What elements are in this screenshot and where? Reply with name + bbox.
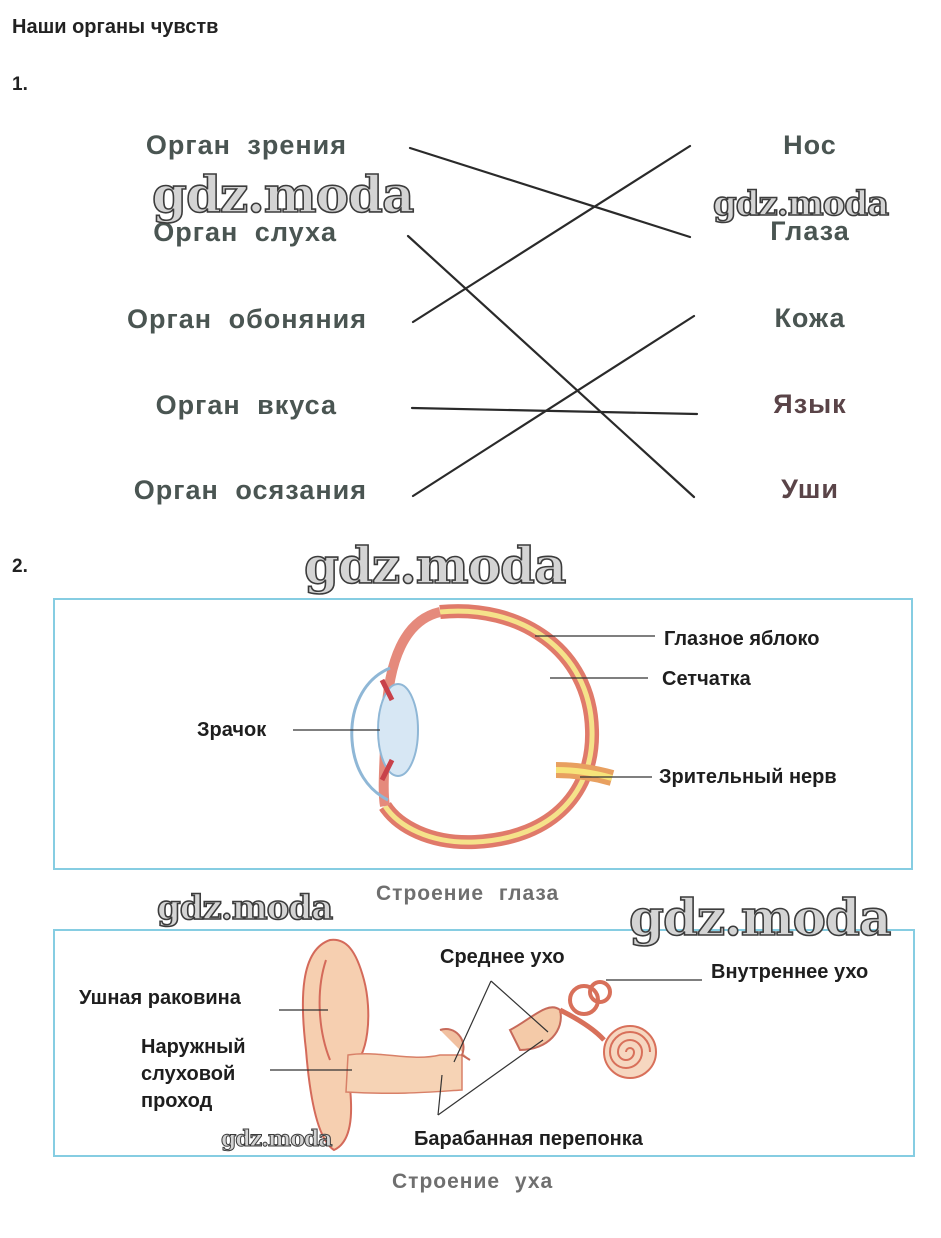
- right-item-ears: Уши: [781, 474, 839, 504]
- right-item-eyes: Глаза: [770, 216, 850, 246]
- caption-ear: Строение уха: [392, 1170, 554, 1193]
- match-line: [410, 406, 699, 416]
- watermark: gdz.moda: [156, 887, 334, 929]
- page-title: Наши органы чувств: [12, 16, 219, 38]
- caption-eye: Строение глаза: [376, 882, 560, 905]
- match-line: [406, 234, 696, 499]
- ear-diagram-panel: [53, 929, 915, 1157]
- right-item-tongue: Язык: [773, 389, 847, 419]
- left-item-smell: Орган обоняния: [127, 304, 367, 334]
- task-number-2: 2.: [12, 556, 28, 577]
- match-line: [411, 314, 696, 498]
- watermark: gdz.moda: [712, 183, 890, 225]
- label-ear-canal-line3: проход: [141, 1090, 213, 1112]
- label-optic-nerve: Зрительный нерв: [659, 766, 837, 788]
- label-auricle: Ушная раковина: [79, 987, 241, 1009]
- watermark: gdz.moda: [151, 164, 415, 225]
- label-middle-ear: Среднее ухо: [440, 946, 565, 968]
- watermark: gdz.moda: [303, 535, 567, 596]
- label-ear-canal-line1: Наружный: [141, 1036, 246, 1058]
- label-eardrum: Барабанная перепонка: [414, 1128, 643, 1150]
- left-item-vision: Орган зрения: [145, 130, 347, 160]
- match-line: [408, 146, 692, 239]
- label-inner-ear: Внутреннее ухо: [711, 961, 869, 983]
- left-item-touch: Орган осязания: [133, 475, 367, 505]
- left-item-taste: Орган вкуса: [155, 390, 337, 420]
- label-ear-canal-line2: слуховой: [141, 1063, 236, 1085]
- task-number-1: 1.: [12, 74, 28, 95]
- left-item-hearing: Орган слуха: [153, 217, 337, 247]
- right-item-nose: Нос: [783, 130, 837, 160]
- watermark: gdz.moda: [221, 1126, 334, 1153]
- label-eyeball: Глазное яблоко: [664, 628, 820, 650]
- right-item-skin: Кожа: [774, 303, 846, 333]
- label-retina: Сетчатка: [662, 668, 751, 690]
- match-line: [411, 144, 692, 324]
- label-pupil: Зрачок: [197, 719, 267, 741]
- watermark: gdz.moda: [628, 887, 892, 948]
